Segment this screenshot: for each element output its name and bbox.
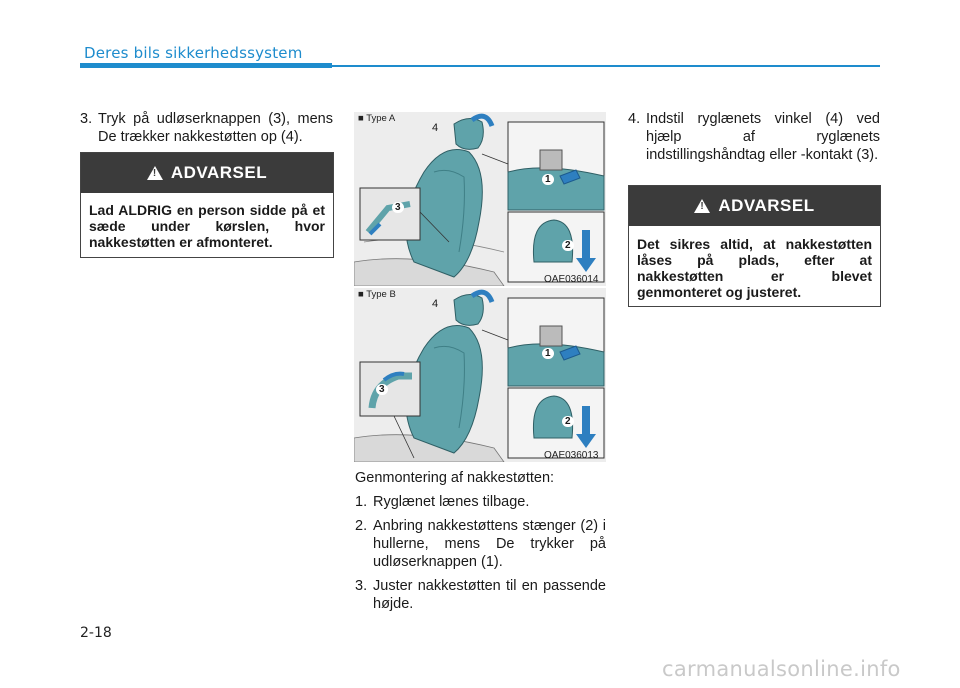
header-rule-thick xyxy=(80,63,332,68)
step-text: Juster nakkestøtten til en passende højd… xyxy=(373,578,606,612)
reinstall-step-3: 3. Juster nakkestøtten til en passende h… xyxy=(355,577,606,613)
callout-1-a: 1 xyxy=(542,174,554,185)
callout-4-a: 4 xyxy=(432,122,439,134)
step-number: 1. xyxy=(355,494,368,510)
callout-2-b: 2 xyxy=(562,416,574,427)
figure-code-type-b: OAE036013 xyxy=(544,450,599,461)
section-title: Deres bils sikkerhedssystem xyxy=(84,44,303,62)
seat-illustration-type-b xyxy=(354,289,605,462)
warning-text: Lad ALDRIG en person sidde på et sæde un… xyxy=(89,202,325,250)
warning-triangle-icon xyxy=(694,199,711,213)
reinstall-section: Genmontering af nakkestøtten: 1. Ryglæne… xyxy=(355,469,606,613)
left-step-3: 3. Tryk på udløserknappen (3), mens De t… xyxy=(80,110,333,146)
step-text: Indstil ryglænets vinkel (4) ved hjælp a… xyxy=(646,111,880,163)
step-number: 2. xyxy=(355,518,368,534)
callout-4-b: 4 xyxy=(432,298,439,310)
warning-text: Det sikres altid, at nakkestøtten låses … xyxy=(637,236,872,300)
reinstall-step-1: 1. Ryglænet lænes tilbage. xyxy=(355,493,606,511)
step-text: Tryk på udløserknappen (3), mens De træk… xyxy=(98,111,333,145)
step-number: 3. xyxy=(355,578,368,594)
warning-header: ADVARSEL xyxy=(81,153,333,193)
figure-type-a: ■ Type A 4 3 1 2 OAE036014 xyxy=(354,112,606,286)
step-text: Ryglænet lænes tilbage. xyxy=(373,494,530,510)
warning-heading: ADVARSEL xyxy=(718,196,815,215)
callout-3-b: 3 xyxy=(376,384,388,395)
callout-3-a: 3 xyxy=(392,202,404,213)
warning-heading: ADVARSEL xyxy=(170,163,268,182)
watermark: carmanualsonline.info xyxy=(662,657,901,681)
step-number: 4. xyxy=(628,111,641,127)
callout-2-a: 2 xyxy=(562,240,574,251)
reinstall-step-2: 2. Anbring nakkestøttens stænger (2) i h… xyxy=(355,517,606,571)
page-number: 2-18 xyxy=(80,625,112,641)
figure-label-type-b: ■ Type B xyxy=(358,289,396,300)
header-rule-thin xyxy=(332,65,880,67)
warning-box-right: ADVARSEL Det sikres altid, at nakkestøtt… xyxy=(628,185,881,307)
warning-header: ADVARSEL xyxy=(629,186,880,226)
figure-code-type-a: OAE036014 xyxy=(544,274,599,285)
warning-box-left: ADVARSEL Lad ALDRIG en person sidde på e… xyxy=(80,152,334,258)
step-text: Anbring nakkestøttens stænger (2) i hull… xyxy=(373,518,606,570)
right-step-4: 4. Indstil ryglænets vinkel (4) ved hjæl… xyxy=(628,110,880,164)
reinstall-title: Genmontering af nakkestøtten: xyxy=(355,470,555,486)
step-number: 3. xyxy=(80,111,93,127)
callout-1-b: 1 xyxy=(542,348,554,359)
warning-triangle-icon xyxy=(146,166,163,180)
figure-label-type-a: ■ Type A xyxy=(358,113,396,124)
figure-type-b: ■ Type B 4 3 1 2 OAE036013 xyxy=(354,288,606,462)
seat-illustration-type-a xyxy=(354,113,605,286)
